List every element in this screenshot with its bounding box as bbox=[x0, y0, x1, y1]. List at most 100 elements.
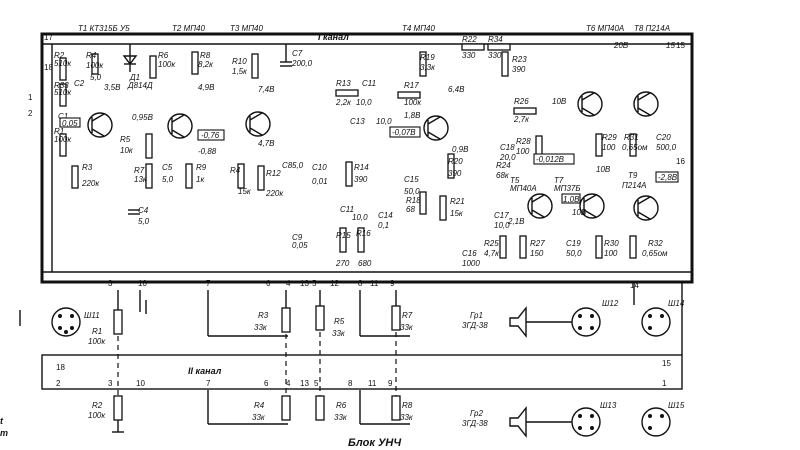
resistor-r18 bbox=[419, 191, 427, 215]
svg-text:У5: У5 bbox=[119, 24, 130, 33]
svg-text:T8 П214А: T8 П214А bbox=[634, 24, 670, 33]
svg-text:МП40А: МП40А bbox=[510, 184, 537, 193]
resistor-r9 bbox=[185, 163, 193, 189]
svg-text:13: 13 bbox=[300, 279, 309, 288]
svg-text:10,0: 10,0 bbox=[494, 221, 510, 230]
svg-text:C4: C4 bbox=[138, 206, 149, 215]
channel1-label: I канал bbox=[318, 32, 349, 42]
svg-text:100к: 100к bbox=[86, 61, 104, 70]
svg-text:R5: R5 bbox=[120, 135, 131, 144]
svg-text:1,8В: 1,8В bbox=[404, 111, 421, 120]
svg-text:33к: 33к bbox=[254, 323, 268, 332]
svg-text:T2 МП40: T2 МП40 bbox=[172, 24, 205, 33]
svg-text:68: 68 bbox=[406, 205, 415, 214]
channel2-label: II канал bbox=[188, 366, 222, 376]
svg-text:R22: R22 bbox=[462, 35, 477, 44]
pot-ch1-r3 bbox=[281, 307, 291, 333]
svg-text:C17: C17 bbox=[494, 211, 509, 220]
svg-text:5,0: 5,0 bbox=[292, 161, 304, 170]
svg-text:0,1: 0,1 bbox=[378, 221, 389, 230]
svg-text:R4: R4 bbox=[254, 401, 265, 410]
svg-text:C10: C10 bbox=[312, 163, 327, 172]
svg-text:R3: R3 bbox=[82, 163, 93, 172]
svg-text:330: 330 bbox=[462, 51, 476, 60]
svg-text:R24: R24 bbox=[496, 161, 511, 170]
svg-text:15: 15 bbox=[666, 41, 675, 50]
svg-text:15к: 15к bbox=[238, 187, 252, 196]
svg-text:200,0: 200,0 bbox=[291, 59, 313, 68]
input-connector-sh11 bbox=[51, 307, 81, 337]
resistor-r14 bbox=[345, 161, 353, 187]
svg-text:C14: C14 bbox=[378, 211, 393, 220]
svg-text:-0,88: -0,88 bbox=[198, 147, 217, 156]
svg-text:2,2к: 2,2к bbox=[335, 98, 352, 107]
svg-text:1000: 1000 bbox=[462, 259, 480, 268]
svg-text:C9: C9 bbox=[292, 233, 303, 242]
svg-text:R7: R7 bbox=[402, 311, 413, 320]
svg-text:C5: C5 bbox=[162, 163, 173, 172]
resistor-r2 bbox=[59, 57, 67, 81]
svg-text:390: 390 bbox=[512, 65, 526, 74]
svg-text:12: 12 bbox=[330, 279, 339, 288]
svg-text:5,0: 5,0 bbox=[90, 73, 102, 82]
svg-text:C18: C18 bbox=[500, 143, 515, 152]
connector-sh14 bbox=[641, 307, 671, 337]
resistor-r10 bbox=[251, 53, 259, 79]
svg-text:C19: C19 bbox=[566, 239, 581, 248]
resistor-r32 bbox=[629, 235, 637, 259]
svg-text:100: 100 bbox=[604, 249, 618, 258]
svg-text:220к: 220к bbox=[81, 179, 100, 188]
svg-text:33к: 33к bbox=[400, 323, 414, 332]
svg-text:Гр2: Гр2 bbox=[470, 409, 483, 418]
svg-text:100к: 100к bbox=[158, 60, 176, 69]
svg-text:18: 18 bbox=[44, 63, 53, 72]
svg-text:10к: 10к bbox=[120, 146, 134, 155]
pot-ch2-r6 bbox=[315, 395, 325, 421]
connector-sh12 bbox=[571, 307, 601, 337]
svg-text:5,0: 5,0 bbox=[162, 175, 174, 184]
svg-text:1: 1 bbox=[28, 93, 33, 102]
svg-text:7: 7 bbox=[206, 279, 211, 288]
pot-ch2-r2 bbox=[113, 395, 123, 421]
svg-text:1: 1 bbox=[662, 379, 667, 388]
svg-text:R17: R17 bbox=[404, 81, 419, 90]
svg-text:R14: R14 bbox=[354, 163, 369, 172]
svg-text:Ш15: Ш15 bbox=[668, 401, 685, 410]
svg-text:0,65ом: 0,65ом bbox=[622, 143, 648, 152]
svg-text:T3 МП40: T3 МП40 bbox=[230, 24, 263, 33]
left-clip-text-1: t bbox=[0, 416, 4, 426]
svg-text:2,1В: 2,1В bbox=[507, 217, 525, 226]
svg-text:R4: R4 bbox=[86, 51, 97, 60]
pot-ch1-r5 bbox=[315, 305, 325, 331]
svg-text:T4 МП40: T4 МП40 bbox=[402, 24, 435, 33]
resistor-r26 bbox=[513, 107, 537, 115]
svg-text:Д1: Д1 bbox=[129, 73, 140, 82]
svg-text:68к: 68к bbox=[496, 171, 510, 180]
svg-text:Гр1: Гр1 bbox=[470, 311, 483, 320]
transistor-t4 bbox=[423, 115, 449, 141]
svg-text:R10: R10 bbox=[232, 57, 247, 66]
svg-text:R8: R8 bbox=[402, 401, 413, 410]
svg-text:R25: R25 bbox=[484, 239, 499, 248]
channel2-board-frame bbox=[41, 354, 683, 390]
resistor-r33 bbox=[59, 83, 67, 107]
speaker-gr2 bbox=[509, 406, 527, 438]
svg-text:13: 13 bbox=[300, 379, 309, 388]
svg-text:10,0: 10,0 bbox=[356, 98, 372, 107]
svg-text:7: 7 bbox=[206, 379, 211, 388]
resistor-r34 bbox=[487, 43, 511, 51]
svg-text:МП37Б: МП37Б bbox=[554, 184, 581, 193]
speaker-gr1 bbox=[509, 306, 527, 338]
svg-text:330: 330 bbox=[488, 51, 502, 60]
connector-sh13 bbox=[571, 407, 601, 437]
svg-text:5,0: 5,0 bbox=[138, 217, 150, 226]
svg-text:13к: 13к bbox=[134, 175, 148, 184]
svg-text:R19: R19 bbox=[420, 53, 435, 62]
svg-text:3,3к: 3,3к bbox=[420, 63, 436, 72]
svg-text:4: 4 bbox=[286, 279, 291, 288]
svg-text:4,7к: 4,7к bbox=[484, 249, 500, 258]
svg-text:510к: 510к bbox=[54, 59, 72, 68]
svg-text:Д814Д: Д814Д bbox=[127, 81, 153, 90]
t1-label: T1 КТ315Б bbox=[78, 24, 118, 33]
svg-text:15к: 15к bbox=[450, 209, 464, 218]
